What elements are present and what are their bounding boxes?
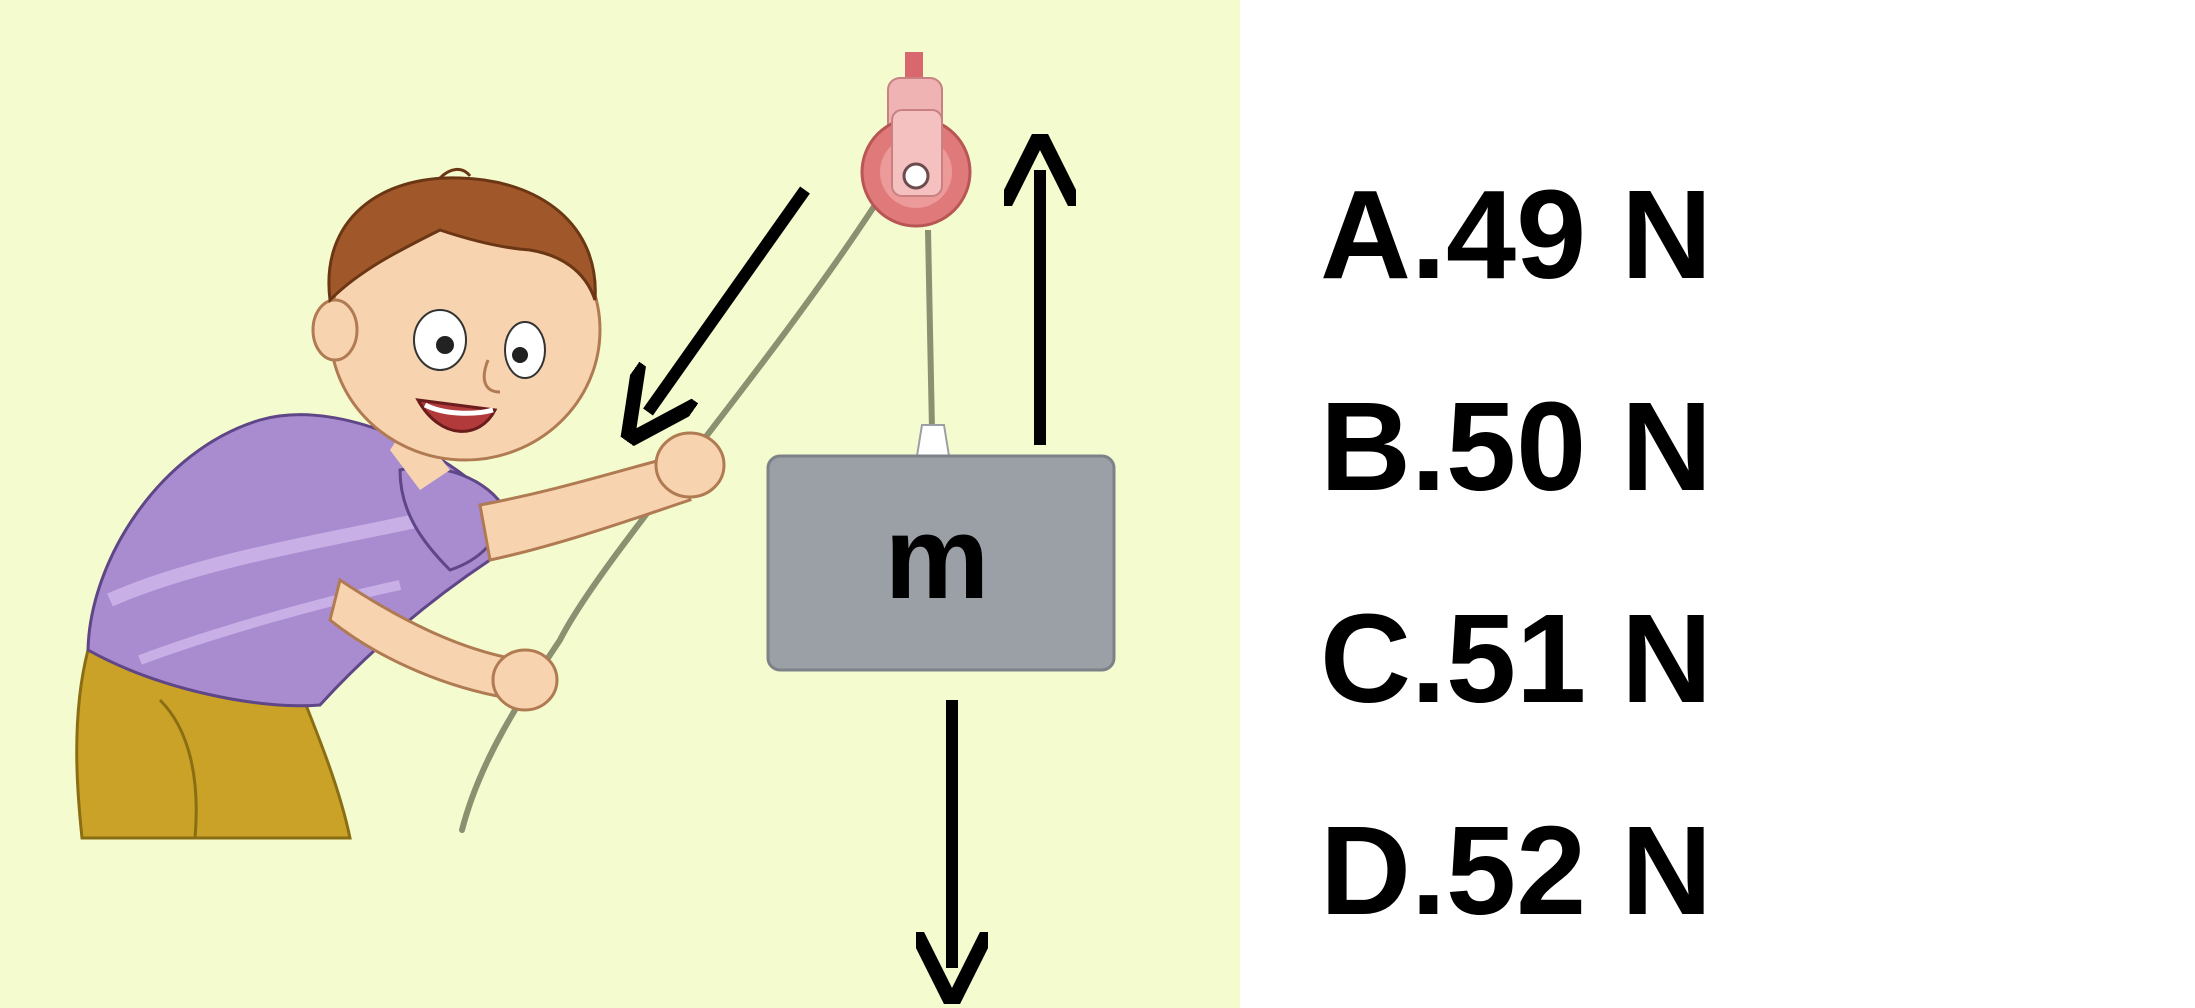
- option-d-text: 52 N: [1446, 800, 1713, 941]
- rope-block-side: [925, 229, 935, 431]
- option-b-letter: B.: [1320, 376, 1446, 517]
- option-c-letter: C.: [1320, 588, 1446, 729]
- option-d-letter: D.: [1320, 800, 1446, 941]
- answer-options: A.49 N B.50 N C.51 N D.52 N: [1320, 160, 2080, 1008]
- boy-pulling-rope: [75, 168, 726, 840]
- pulley-icon: [860, 109, 972, 228]
- option-a-letter: A.: [1320, 164, 1446, 305]
- option-c[interactable]: C.51 N: [1320, 584, 2080, 796]
- option-d[interactable]: D.52 N: [1320, 796, 2080, 1008]
- pulley-scene: m: [0, 0, 1240, 1008]
- option-b[interactable]: B.50 N: [1320, 372, 2080, 584]
- pull-arrow: [648, 186, 810, 412]
- rope-pull-side: [459, 202, 878, 833]
- option-a[interactable]: A.49 N: [1320, 160, 2080, 372]
- option-b-text: 50 N: [1446, 376, 1713, 517]
- pulley-diagram: m: [75, 52, 1116, 1008]
- option-c-text: 51 N: [1446, 588, 1713, 729]
- mass-block: [766, 454, 1116, 672]
- mass-label: m: [885, 492, 990, 624]
- option-a-text: 49 N: [1446, 164, 1713, 305]
